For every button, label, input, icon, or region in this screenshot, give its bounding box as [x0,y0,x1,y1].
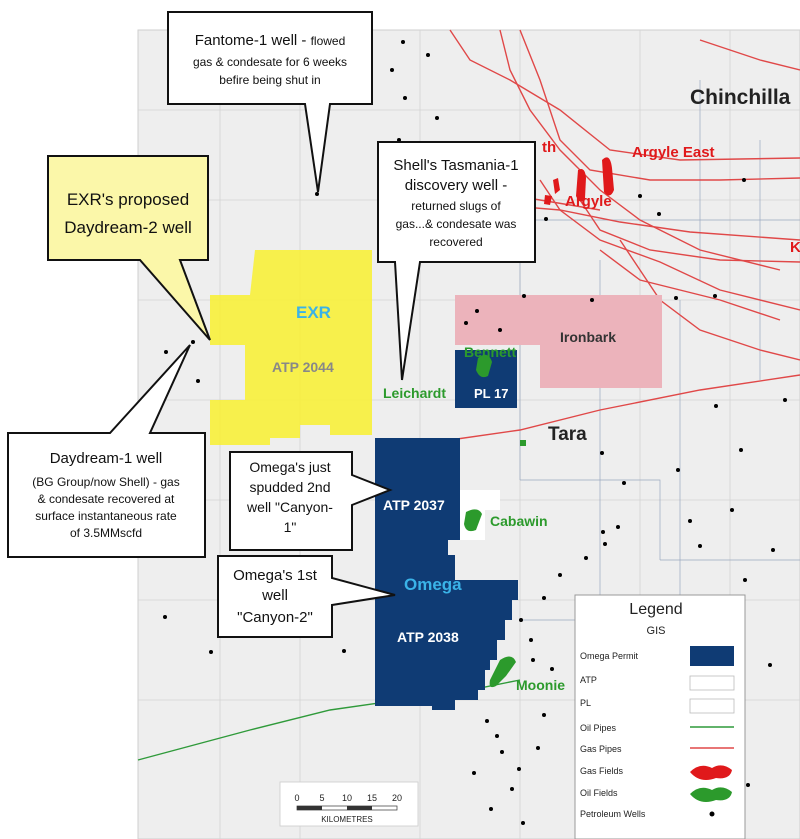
callout-daydream1: Daydream-1 well (BG Group/now Shell) - g… [7,344,206,558]
callout-canyon2-line2: well [261,587,288,604]
atp-2037-label: ATP 2037 [383,497,445,513]
callout-canyon1-line3: well "Canyon- [246,499,333,515]
legend-label-omega-permit: Omega Permit [580,651,639,661]
pl17-label: PL 17 [474,386,508,401]
tara-label: Tara [548,424,587,445]
callout-tasmania-line3: returned slugs of [411,199,501,213]
svg-text:discovery well -: discovery well - [405,177,508,194]
legend-label-pl: PL [580,698,591,708]
legend-subtitle: GIS [647,625,666,637]
scale-unit: KILOMETRES [321,815,373,824]
legend-swatch-petroleum-wells [709,811,715,817]
callout-canyon1-line2: spudded 2nd [250,479,331,495]
oil-fields [464,354,526,688]
callout-canyon2: Omega's 1st well "Canyon-2" [217,555,396,638]
scale-tick-20: 20 [392,793,402,803]
legend-swatch-pl [689,698,735,714]
callout-canyon2-line1: Omega's 1st [233,567,318,584]
atp-2044-label: ATP 2044 [272,359,334,375]
legend-title: Legend [629,601,682,618]
cabawin-label: Cabawin [490,513,548,529]
callout-tasmania-line1: Shell's Tasmania-1 [393,157,518,174]
legend-label-oil-pipes: Oil Pipes [580,723,617,733]
legend-label-oil-fields: Oil Fields [580,788,618,798]
partial-gas-label-east: K [790,239,800,256]
scale-tick-15: 15 [367,793,377,803]
callout-canyon1-line4: 1" [284,519,297,535]
moonie-label: Moonie [516,677,565,693]
callout-fantome-title: Fantome-1 well [195,32,298,49]
bennett-label: Bennett [464,344,516,360]
callout-canyon1: Omega's just spudded 2nd well "Canyon- 1… [229,451,393,551]
callout-fantome-line3: befire being shut in [219,73,320,87]
legend-swatch-oil-fields [690,787,732,802]
callout-fantome: Fantome-1 well - flowed gas & condesate … [167,11,373,193]
omega-permit-atp-2037-2038 [375,438,518,710]
leichardt-label: Leichardt [383,385,446,401]
legend-swatch-atp [689,675,735,691]
scale-tick-0: 0 [294,793,299,803]
chinchilla-label: Chinchilla [690,86,791,109]
callout-daydream1-line1: Daydream-1 well [50,450,163,467]
callout-fantome-line2: gas & condesate for 6 weeks [193,55,347,69]
legend-label-gas-pipes: Gas Pipes [580,744,622,754]
callout-fantome-line1: flowed [311,34,346,48]
legend-swatch-gas-fields [690,765,732,780]
callout-tasmania-line4: gas...& condesate was [396,217,517,231]
legend-label-petroleum-wells: Petroleum Wells [580,809,646,819]
scale-tick-5: 5 [319,793,324,803]
callout-tasmania: Shell's Tasmania-1 discovery well - retu… [377,141,536,381]
omega-label: Omega [404,575,462,594]
atp-2038-label: ATP 2038 [397,629,459,645]
argyle-label: Argyle [565,193,612,210]
partial-gas-label-south: th [542,139,556,156]
callout-tasmania-line2: discovery well [405,177,498,194]
callout-daydream1-line2: (BG Group/now Shell) - gas [32,475,179,489]
callout-canyon2-line3: "Canyon-2" [237,609,313,626]
legend: Legend GIS Omega Permit ATP PL Oil Pipes… [574,594,746,839]
argyle-east-label: Argyle East [632,144,715,161]
legend-swatch-omega-permit [690,646,734,666]
callout-daydream1-line3: & condesate recovered at [38,492,175,506]
callout-exr-proposed: EXR's proposed Daydream-2 well [47,155,211,341]
legend-label-atp: ATP [580,675,597,685]
ironbark-label: Ironbark [560,329,616,345]
petroleum-wells [163,40,787,825]
ironbark-permit [455,295,662,388]
callout-tasmania-line5: recovered [429,235,482,249]
callout-exr-line2: Daydream-2 well [64,218,192,237]
exr-permit-atp-2044 [210,250,372,445]
scale-tick-10: 10 [342,793,352,803]
gas-fields [544,157,614,205]
callout-exr-line1: EXR's proposed [67,190,189,209]
svg-text:Fantome-1 well - flowed: Fantome-1 well - flowed [195,32,346,49]
callout-daydream1-line4: surface instantaneous rate [35,509,177,523]
scale-bar: 0 5 10 15 20 KILOMETRES [279,781,419,827]
exr-label: EXR [296,303,331,322]
callout-daydream1-line5: of 3.5MMscfd [70,526,142,540]
legend-label-gas-fields: Gas Fields [580,766,624,776]
callout-canyon1-line1: Omega's just [249,459,330,475]
